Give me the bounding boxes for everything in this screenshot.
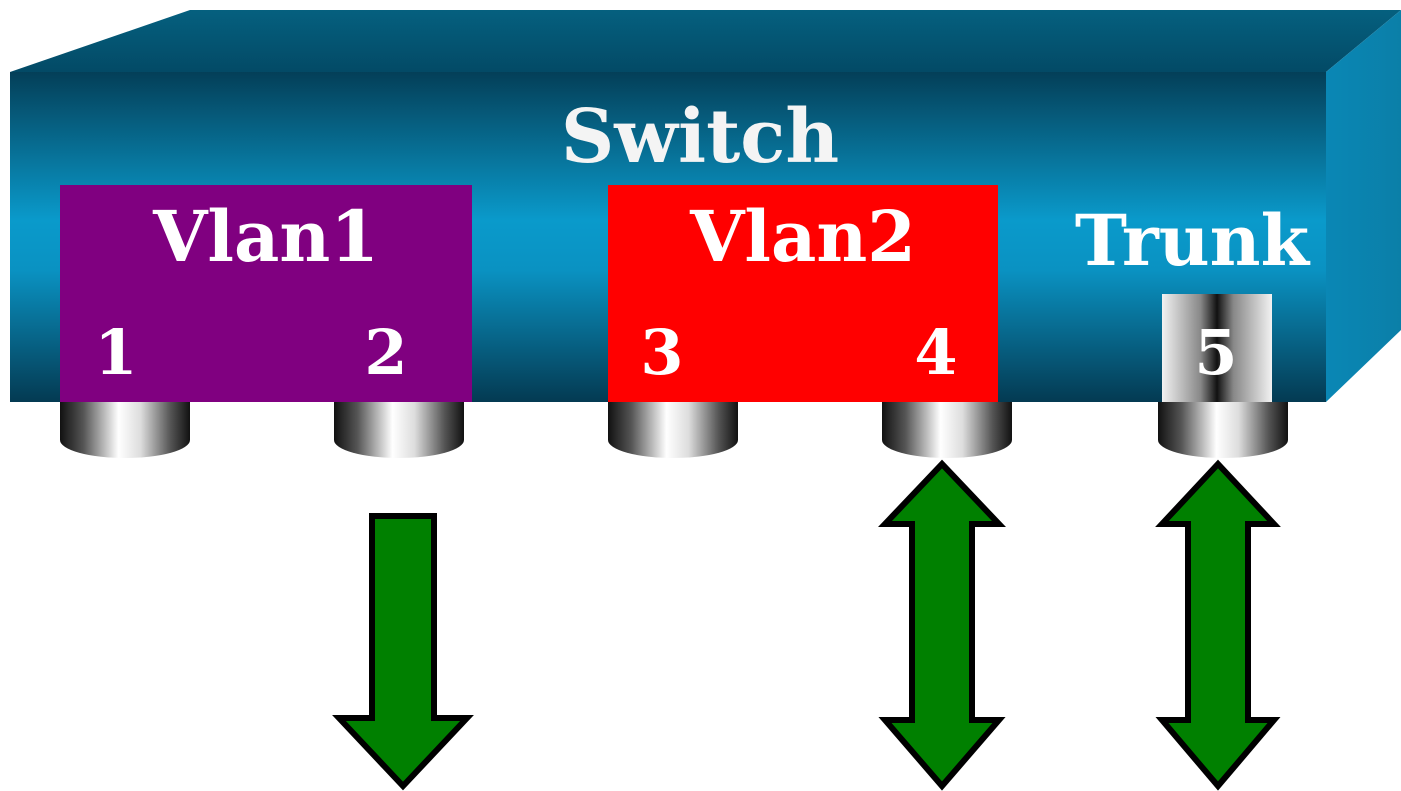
- trunk-port-5-face: [1162, 294, 1272, 402]
- port-5-label: 5: [1194, 316, 1238, 389]
- port-2-label: 2: [364, 316, 408, 389]
- vlan2-label: Vlan2: [690, 195, 916, 278]
- port-connector-4[interactable]: [882, 402, 1012, 458]
- port-2-down-arrow: [332, 513, 474, 791]
- trunk-label: Trunk: [1074, 199, 1310, 282]
- port-3-label: 3: [640, 316, 684, 389]
- port-1-label: 1: [94, 316, 138, 389]
- vlan1-label: Vlan1: [153, 195, 379, 278]
- vlan1-block: [60, 185, 472, 402]
- port-4-label: 4: [914, 316, 958, 389]
- port-connector-1[interactable]: [60, 402, 190, 458]
- switch-side-face: [1326, 10, 1401, 402]
- switch-title: Switch: [560, 94, 840, 180]
- port-connector-2[interactable]: [334, 402, 464, 458]
- port-connector-3[interactable]: [608, 402, 738, 458]
- port-5-bidirectional-arrow: [1155, 459, 1281, 791]
- switch-top-face: [10, 10, 1401, 72]
- vlan2-block: [608, 185, 998, 402]
- port-4-bidirectional-arrow: [878, 459, 1006, 791]
- port-connector-5[interactable]: [1158, 402, 1288, 458]
